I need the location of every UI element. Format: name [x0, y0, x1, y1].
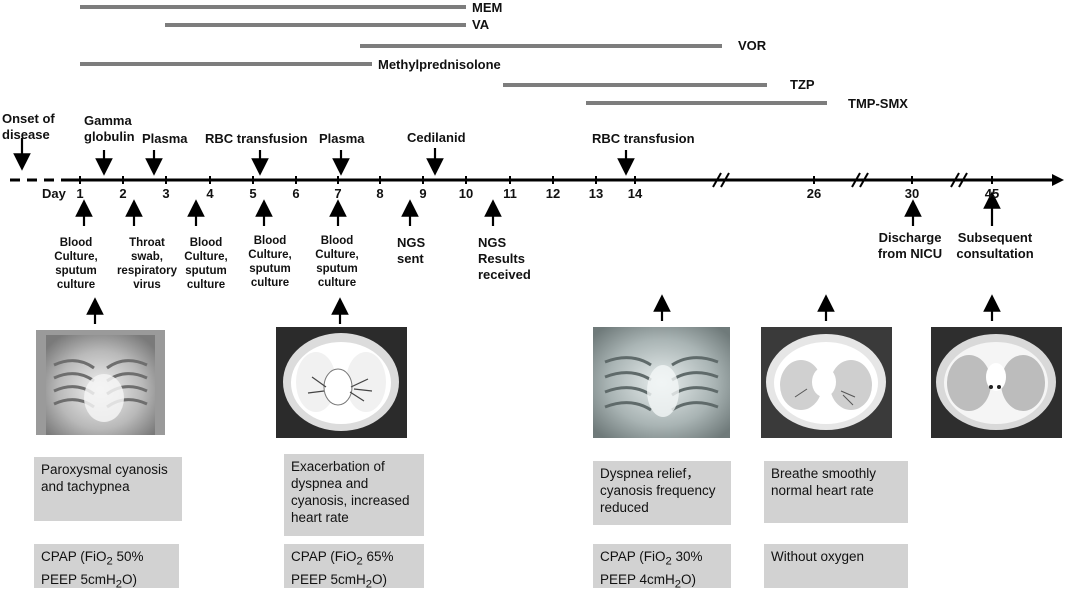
support-box-2: CPAP (FiO2 65% PEEP 5cmH2O) — [284, 544, 424, 590]
support-box-3: CPAP (FiO2 30% PEEP 4cmH2O) — [593, 544, 731, 590]
tick-label: 13 — [588, 186, 604, 201]
tick-label: 10 — [458, 186, 474, 201]
event-rbc-transfusion-2: RBC transfusion — [592, 131, 695, 146]
chest-xray-2 — [593, 327, 730, 438]
drug-label-tzp: TZP — [790, 77, 815, 92]
tick-label: 3 — [162, 186, 170, 201]
symptom-box-3: Dyspnea relief，cyanosis frequency reduce… — [593, 461, 731, 525]
drug-label-methylprednisolone: Methylprednisolone — [378, 57, 501, 72]
drug-bar-va — [165, 23, 466, 27]
chest-xray-2-image — [593, 327, 730, 438]
drug-label-vor: VOR — [738, 38, 767, 53]
tick-label: 12 — [545, 186, 561, 201]
drug-bar-tmp-smx — [586, 101, 827, 105]
symptom-box-2: Exacerbation of dyspnea and cyanosis, in… — [284, 454, 424, 536]
test-throat-swab: Throat swab, respiratory virus — [116, 237, 178, 291]
tick-label: 1 — [76, 186, 84, 201]
event-plasma-2: Plasma — [319, 131, 365, 146]
drug-bar-methylprednisolone — [80, 62, 372, 66]
drug-bar-tzp — [503, 83, 767, 87]
event-plasma-1: Plasma — [142, 131, 188, 146]
test-blood-culture-2: Blood Culture, sputum culture — [184, 237, 228, 291]
test-ngs-sent: NGS sent — [397, 235, 426, 266]
axis-breaks — [712, 172, 968, 188]
tick-label: 6 — [292, 186, 300, 201]
tick-label: 45 — [984, 186, 1000, 201]
symptom-box-4: Breathe smoothly normal heart rate — [764, 461, 908, 523]
drug-label-tmp-smx: TMP-SMX — [848, 96, 908, 111]
event-rbc-transfusion-1: RBC transfusion — [205, 131, 308, 146]
drug-bar-mem — [80, 5, 466, 9]
event-gamma-globulin: Gamma globulin — [84, 113, 135, 144]
tick-label: 11 — [503, 186, 517, 201]
chest-ct-3-image — [931, 327, 1062, 438]
tick-label: 2 — [119, 186, 127, 201]
test-arrows — [75, 191, 1001, 226]
tick-label: 14 — [627, 186, 643, 201]
tick-label: 4 — [206, 186, 214, 201]
onset-label: Onset of disease — [2, 111, 55, 142]
chest-ct-1-image — [276, 327, 407, 438]
event-arrows — [13, 138, 635, 176]
chest-ct-2-image — [761, 327, 892, 438]
drug-label-mem: MEM — [472, 0, 503, 15]
tick-label: 9 — [419, 186, 427, 201]
test-subsequent-consultation: Subsequent consultation — [956, 230, 1034, 261]
tick-label: 30 — [904, 186, 920, 201]
support-box-1: CPAP (FiO2 50% PEEP 5cmH2O) — [34, 544, 179, 590]
test-discharge-nicu: Discharge from NICU — [877, 230, 943, 261]
tick-label: 5 — [249, 186, 257, 201]
tick-label: 7 — [334, 186, 342, 201]
tick-marks — [79, 176, 993, 184]
tick-label: 26 — [806, 186, 822, 201]
symptom-box-1: Paroxysmal cyanosis and tachypnea — [34, 457, 182, 521]
support-box-4: Without oxygen — [764, 544, 908, 588]
chest-ct-3 — [931, 327, 1062, 438]
chest-xray-1-image — [36, 330, 165, 435]
chest-ct-2 — [761, 327, 892, 438]
test-blood-culture-1: Blood Culture, sputum culture — [54, 237, 98, 291]
test-blood-culture-3: Blood Culture, sputum culture — [248, 235, 292, 289]
drug-label-va: VA — [472, 17, 490, 32]
chest-xray-1 — [36, 330, 165, 435]
drug-bar-vor — [360, 44, 722, 48]
event-cedilanid: Cedilanid — [407, 130, 466, 145]
chest-ct-1 — [276, 327, 407, 438]
tick-label: 8 — [376, 186, 384, 201]
test-ngs-results: NGS Results received — [478, 235, 531, 282]
image-arrows — [86, 294, 1001, 324]
test-blood-culture-4: Blood Culture, sputum culture — [315, 235, 359, 289]
timeline-arrowhead — [1052, 174, 1064, 186]
day-prefix: Day — [42, 186, 66, 201]
